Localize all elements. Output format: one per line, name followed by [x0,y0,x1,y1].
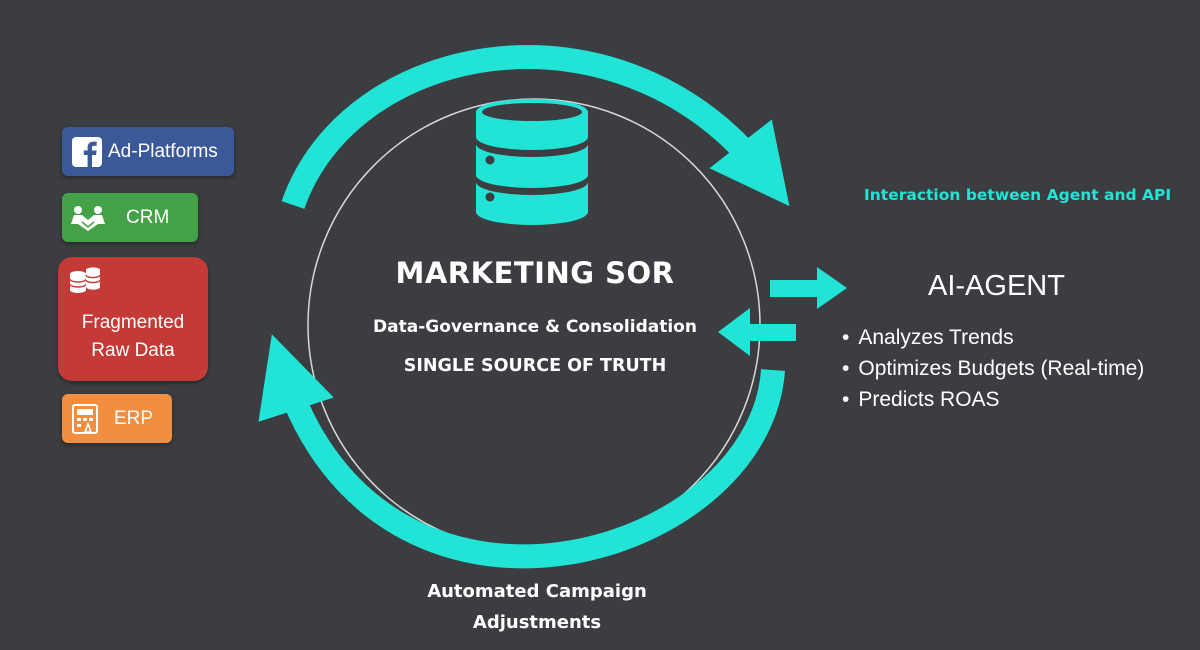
crm-label: CRM [126,206,170,228]
erp-label: ERP [114,407,154,429]
handshake-icon [70,204,106,232]
interaction-label: Interaction between Agent and API [864,186,1172,204]
sor-subtitle: Data-Governance & Consolidation [373,317,697,337]
fragmented-raw-data-label: Fragmented Raw Data [81,312,185,361]
ad-platforms-label: Ad-Platforms [108,140,218,162]
erp-box: ERP [62,394,172,443]
ai-agent-title: AI-AGENT [928,270,1065,302]
sor-tagline: SINGLE SOURCE OF TRUTH [403,356,667,376]
agent-feature-item: Predicts ROAS [842,384,1144,415]
agent-feature-item: Optimizes Budgets (Real-time) [842,353,1144,384]
ad-platforms-box: Ad-Platforms [62,127,234,176]
to-sor-arrow [718,308,796,356]
agent-feature-item: Analyzes Trends [842,322,1144,353]
database-stack-icon [68,265,102,295]
ai-agent-feature-list: Analyzes Trends Optimizes Budgets (Real-… [842,322,1144,415]
marketing-sor-title: MARKETING SOR [395,256,675,290]
top-cycle-arrow [281,45,790,210]
fragmented-raw-data-box: Fragmented Raw Data [58,257,208,381]
calculator-icon [72,403,98,434]
facebook-icon [72,136,102,167]
to-agent-arrow [770,267,847,309]
crm-box: CRM [62,193,198,242]
bottom-cycle-arrow [258,334,785,569]
automated-adjustments-label: Automated Campaign Adjustments [427,581,647,633]
database-icon [476,99,588,225]
